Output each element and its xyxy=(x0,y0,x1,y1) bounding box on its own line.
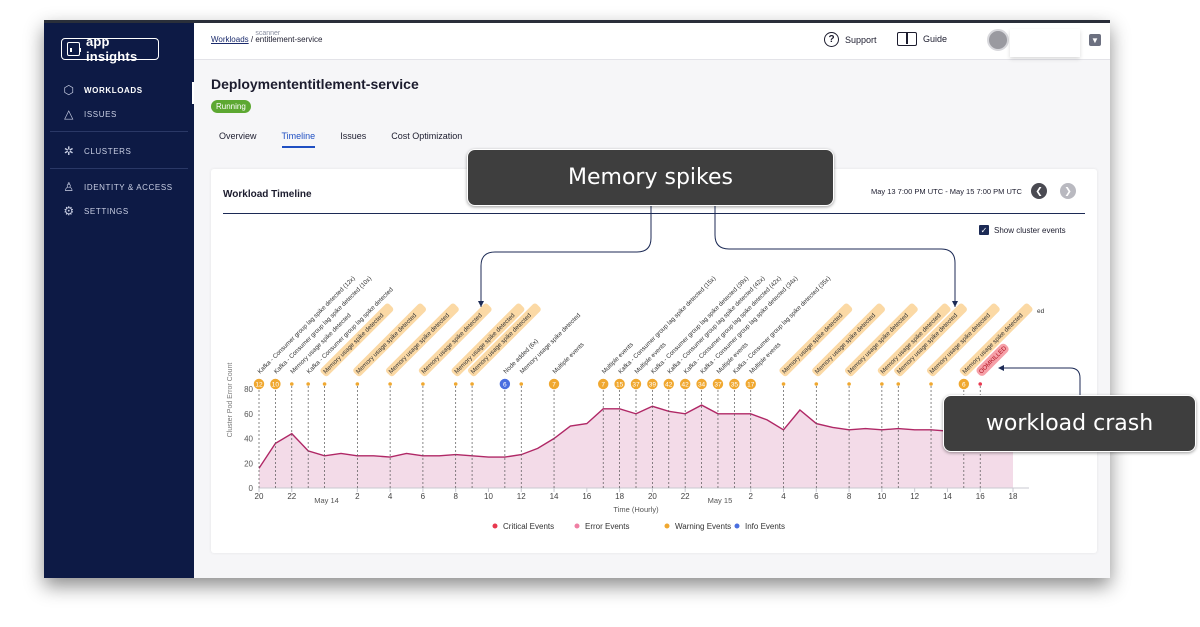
sidebar-item-label: SETTINGS xyxy=(84,206,129,216)
sidebar-divider xyxy=(50,168,188,169)
book-icon xyxy=(897,32,917,46)
support-label: Support xyxy=(845,34,877,45)
date-range: May 13 7:00 PM UTC - May 15 7:00 PM UTC xyxy=(871,187,1022,196)
user-icon: ♙ xyxy=(63,180,75,194)
guide-link[interactable]: Guide xyxy=(897,32,947,46)
avatar[interactable] xyxy=(987,29,1009,51)
tab-timeline[interactable]: Timeline xyxy=(281,131,316,148)
tab-overview[interactable]: Overview xyxy=(219,131,257,141)
app-logo-icon xyxy=(67,42,81,56)
user-name-redacted xyxy=(1010,29,1080,57)
show-cluster-events-label: Show cluster events xyxy=(994,225,1066,235)
prev-range-button[interactable]: ❮ xyxy=(1031,183,1047,199)
breadcrumb-workloads-link[interactable]: Workloads xyxy=(211,35,249,44)
show-cluster-events-toggle[interactable]: ✓ Show cluster events xyxy=(979,225,1066,235)
cluster-icon: ✲ xyxy=(63,144,75,158)
sidebar-divider xyxy=(50,131,188,132)
top-bar: Workloads / scanner entitlement-service … xyxy=(194,23,1110,60)
timeline-title: Workload Timeline xyxy=(223,189,312,200)
cube-icon: ⬡ xyxy=(63,83,75,97)
support-link[interactable]: ? Support xyxy=(824,32,877,47)
tab-issues[interactable]: Issues xyxy=(340,131,367,141)
card-divider xyxy=(223,213,1085,214)
gear-icon: ⚙ xyxy=(63,204,75,218)
checkbox-checked-icon[interactable]: ✓ xyxy=(979,225,989,235)
breadcrumb: Workloads / scanner entitlement-service xyxy=(211,30,323,44)
tab-bar: Overview Timeline Issues Cost Optimizati… xyxy=(219,131,487,148)
app-logo[interactable]: app insights xyxy=(61,34,159,64)
chevron-right-icon: ❯ xyxy=(1064,185,1072,196)
memory-spikes-callout-text: Memory spikes xyxy=(568,165,733,190)
chevron-left-icon: ❮ xyxy=(1035,185,1043,196)
sidebar-item-label: IDENTITY & ACCESS xyxy=(84,182,173,192)
sidebar-item-label: WORKLOADS xyxy=(84,85,143,95)
next-range-button[interactable]: ❯ xyxy=(1060,183,1076,199)
main-content: Workloads / scanner entitlement-service … xyxy=(194,23,1110,578)
breadcrumb-separator: / xyxy=(250,35,254,44)
warning-icon: △ xyxy=(64,107,74,121)
sidebar-item-label: CLUSTERS xyxy=(84,146,132,156)
tab-cost-optimization[interactable]: Cost Optimization xyxy=(391,131,463,141)
breadcrumb-parent: scanner xyxy=(255,30,281,37)
status-badge: Running xyxy=(211,100,251,113)
app-name: app insights xyxy=(85,34,138,64)
help-circle-icon: ? xyxy=(824,32,839,47)
workload-crash-callout-text: workload crash xyxy=(985,411,1154,436)
breadcrumb-current: entitlement-service xyxy=(255,35,323,44)
app-window: app insights ⬡ WORKLOADS △ ISSUES ✲ CLUS… xyxy=(44,20,1110,578)
page-title: Deploymententitlement-service xyxy=(211,76,419,92)
memory-spikes-callout: Memory spikes xyxy=(467,149,834,206)
guide-label: Guide xyxy=(923,34,948,44)
timeline-card: Workload Timeline May 13 7:00 PM UTC - M… xyxy=(211,169,1097,553)
workload-crash-callout: workload crash xyxy=(943,395,1196,452)
sidebar: app insights ⬡ WORKLOADS △ ISSUES ✲ CLUS… xyxy=(44,23,194,578)
chevron-down-icon[interactable]: ▼ xyxy=(1089,34,1101,46)
sidebar-item-label: ISSUES xyxy=(84,109,117,119)
